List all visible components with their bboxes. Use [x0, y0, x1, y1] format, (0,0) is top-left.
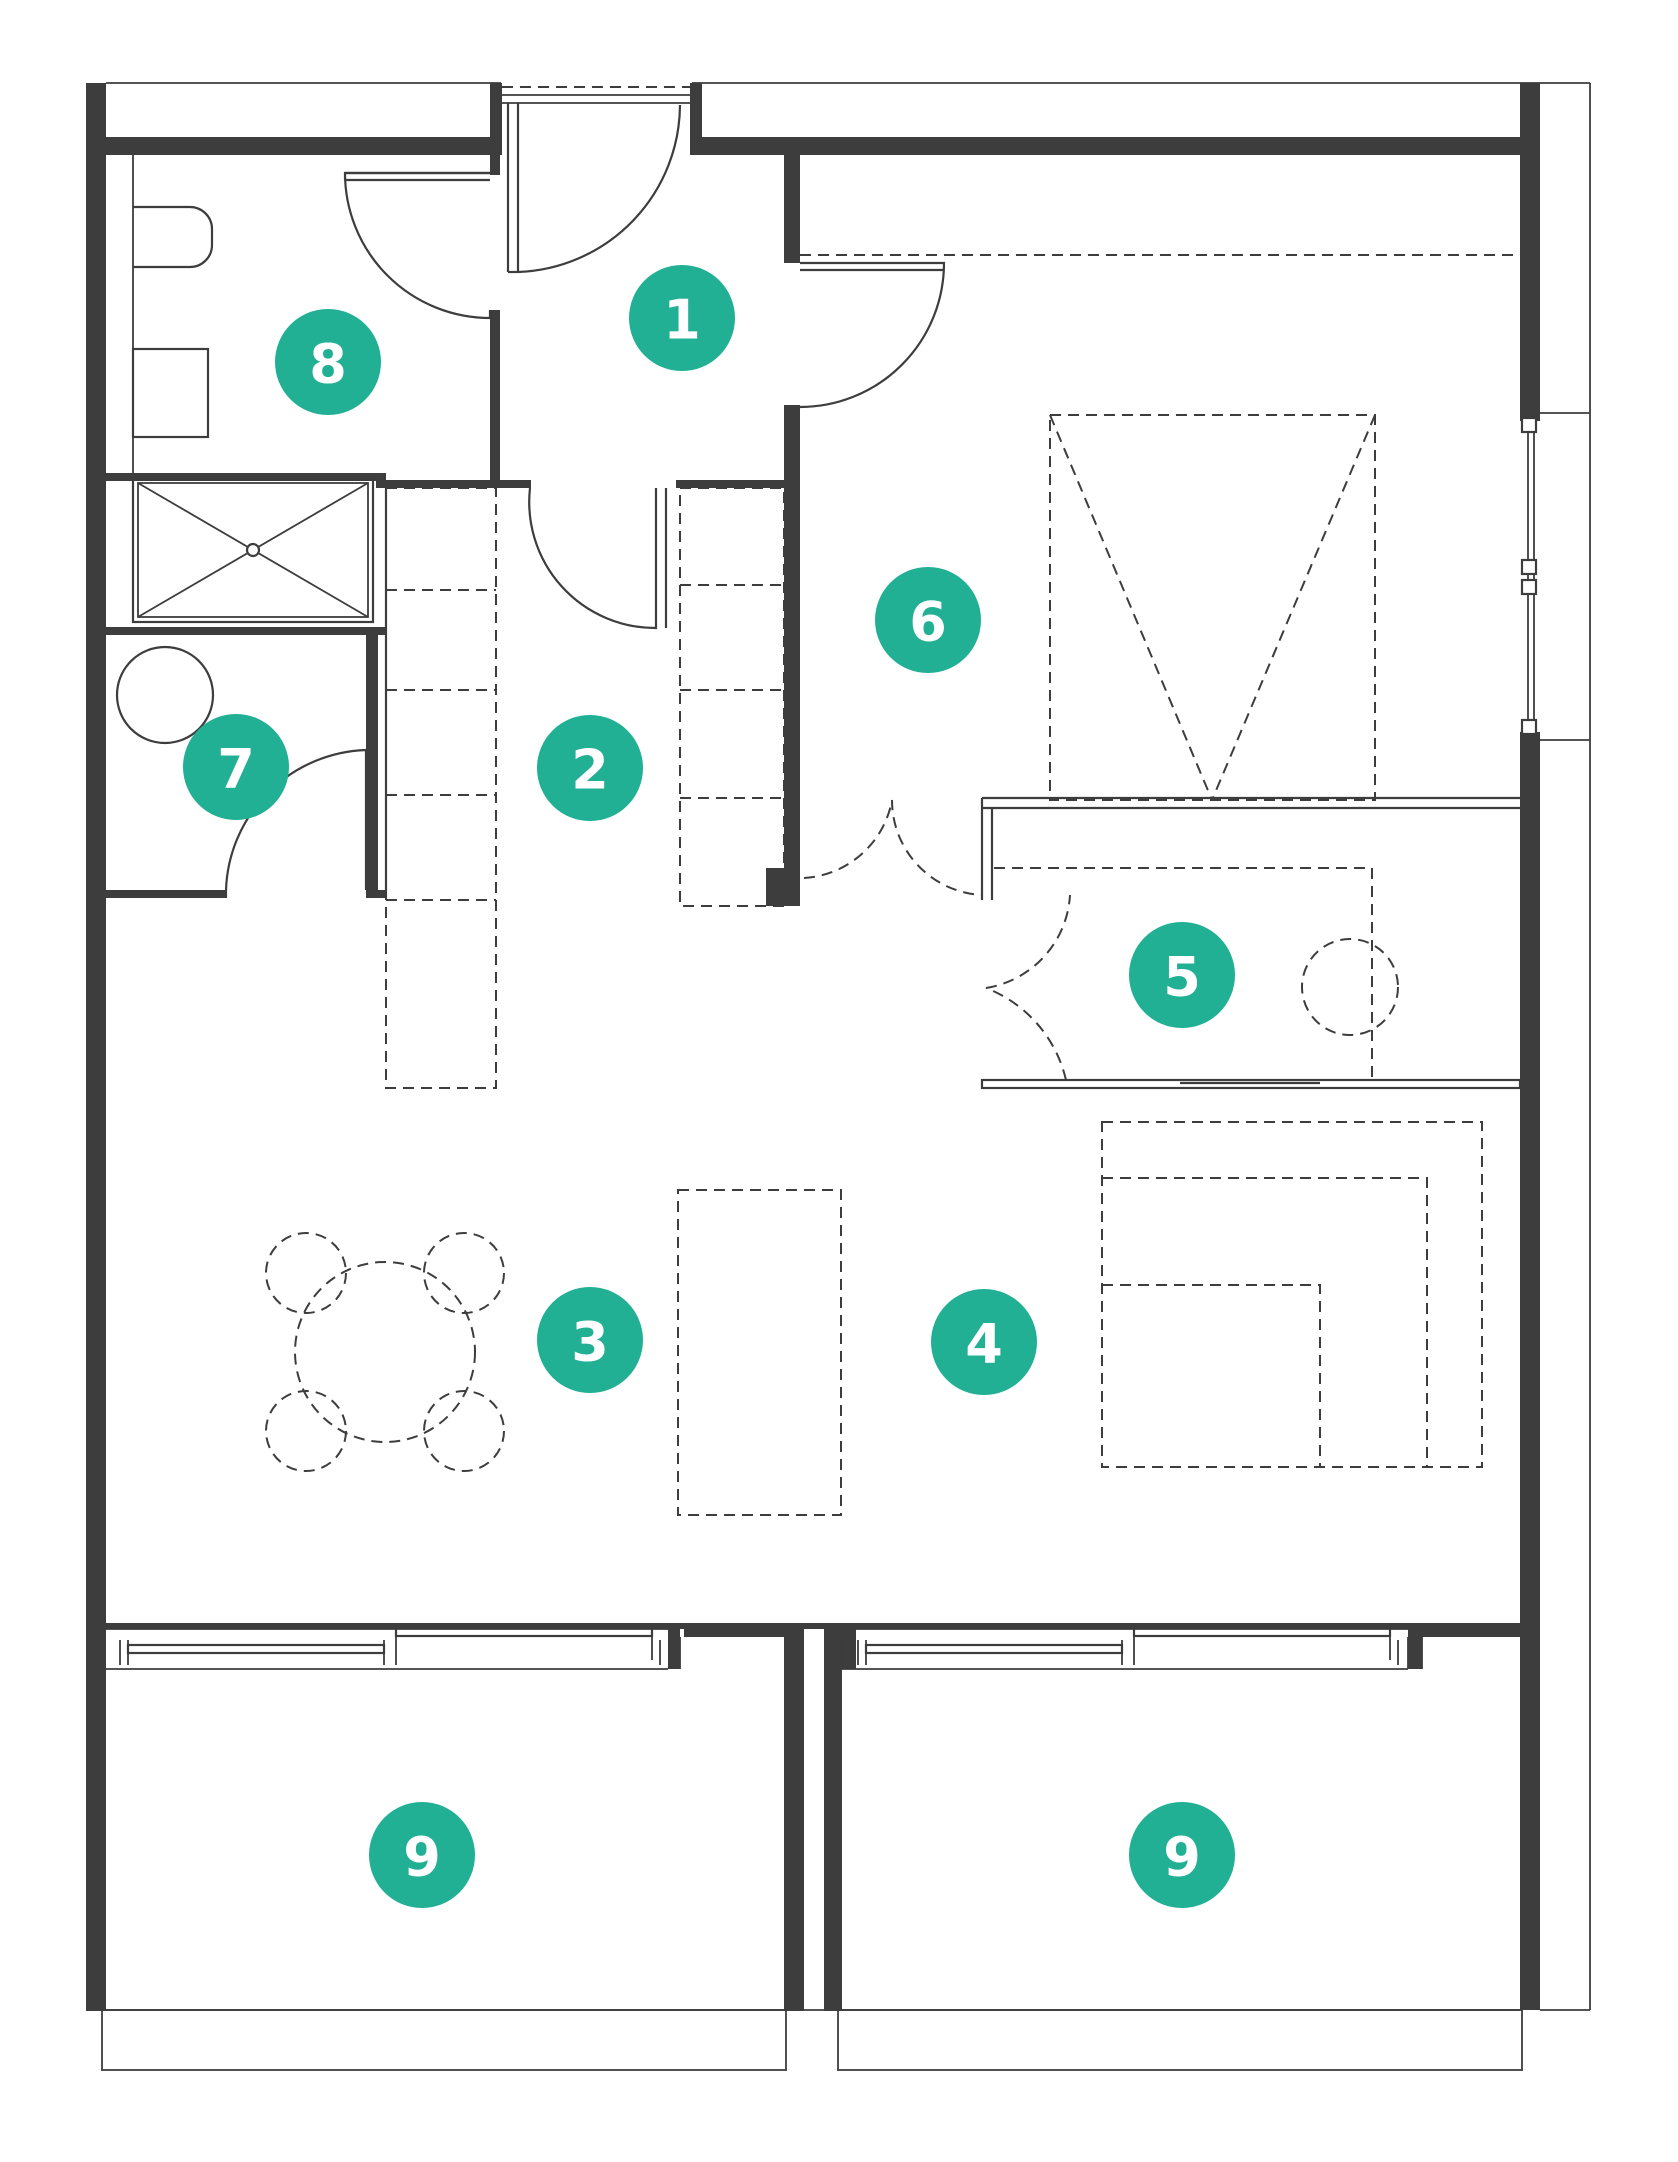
balcony-doors: [106, 1626, 1423, 1670]
room-9a-badge: 9: [369, 1802, 475, 1908]
badge-circle: [183, 714, 289, 820]
room-5-fixtures: [980, 796, 1522, 1090]
badge-circle: [875, 567, 981, 673]
kitchen-island-icon: [677, 1189, 842, 1516]
room-2-badge: 2: [537, 715, 643, 821]
hall-doors: [528, 261, 946, 630]
room-5-door: [985, 894, 1071, 1081]
chair-icon: [423, 1232, 505, 1314]
room-8-label: 8: [309, 333, 347, 396]
bathroom-fixtures: [131, 171, 492, 624]
room-6-label: 6: [909, 591, 947, 654]
entry-door: [502, 86, 690, 274]
badge-circle: [537, 1287, 643, 1393]
bedroom-door: [803, 799, 983, 896]
door-room-6: [799, 261, 946, 409]
room-7-badge: 7: [183, 714, 289, 820]
room-9b-badge: 9: [1129, 1802, 1235, 1908]
toilet-icon: [133, 205, 214, 269]
dining-fixtures: [265, 1189, 842, 1516]
room-4-badge: 4: [931, 1289, 1037, 1395]
badge-circle: [537, 715, 643, 821]
door-stair-hall: [528, 487, 658, 630]
room-3-badge: 3: [537, 1287, 643, 1393]
room-2-label: 2: [571, 739, 609, 802]
dining-table-icon: [294, 1261, 476, 1443]
room-3-label: 3: [571, 1311, 609, 1374]
room-5-badge: 5: [1129, 922, 1235, 1028]
room-4-label: 4: [965, 1313, 1003, 1376]
round-fixture-icon: [1301, 938, 1399, 1036]
stairs: [384, 487, 785, 1089]
bedroom-fixtures: [800, 254, 1520, 896]
badge-circle: [1129, 1802, 1235, 1908]
room-badges: 1 2 3 4 5 6 7 8: [183, 265, 1235, 1908]
chair-icon: [423, 1390, 505, 1472]
room-1-label: 1: [663, 289, 701, 352]
sink-icon: [131, 347, 210, 439]
badge-circle: [1129, 922, 1235, 1028]
outer-walls: [86, 82, 1591, 2011]
boiler-icon: [115, 645, 215, 745]
bathroom-door: [343, 171, 492, 320]
badge-circle: [629, 265, 735, 371]
room-8-badge: 8: [275, 309, 381, 415]
shower-tray: [131, 476, 375, 624]
room-7-label: 7: [217, 738, 255, 801]
chair-icon: [265, 1232, 347, 1314]
badge-circle: [275, 309, 381, 415]
room-9a-label: 9: [403, 1826, 441, 1889]
sofa-icon: [1101, 1121, 1483, 1468]
badge-circle: [931, 1289, 1037, 1395]
bed-icon: [1049, 414, 1376, 801]
chair-icon: [265, 1390, 347, 1472]
living-fixtures: [1101, 1121, 1483, 1468]
room-6-badge: 6: [875, 567, 981, 673]
badge-circle: [369, 1802, 475, 1908]
balcony-slabs: [101, 2009, 1523, 2071]
room-1-badge: 1: [629, 265, 735, 371]
room-9b-label: 9: [1163, 1826, 1201, 1889]
room-5-label: 5: [1163, 946, 1201, 1009]
